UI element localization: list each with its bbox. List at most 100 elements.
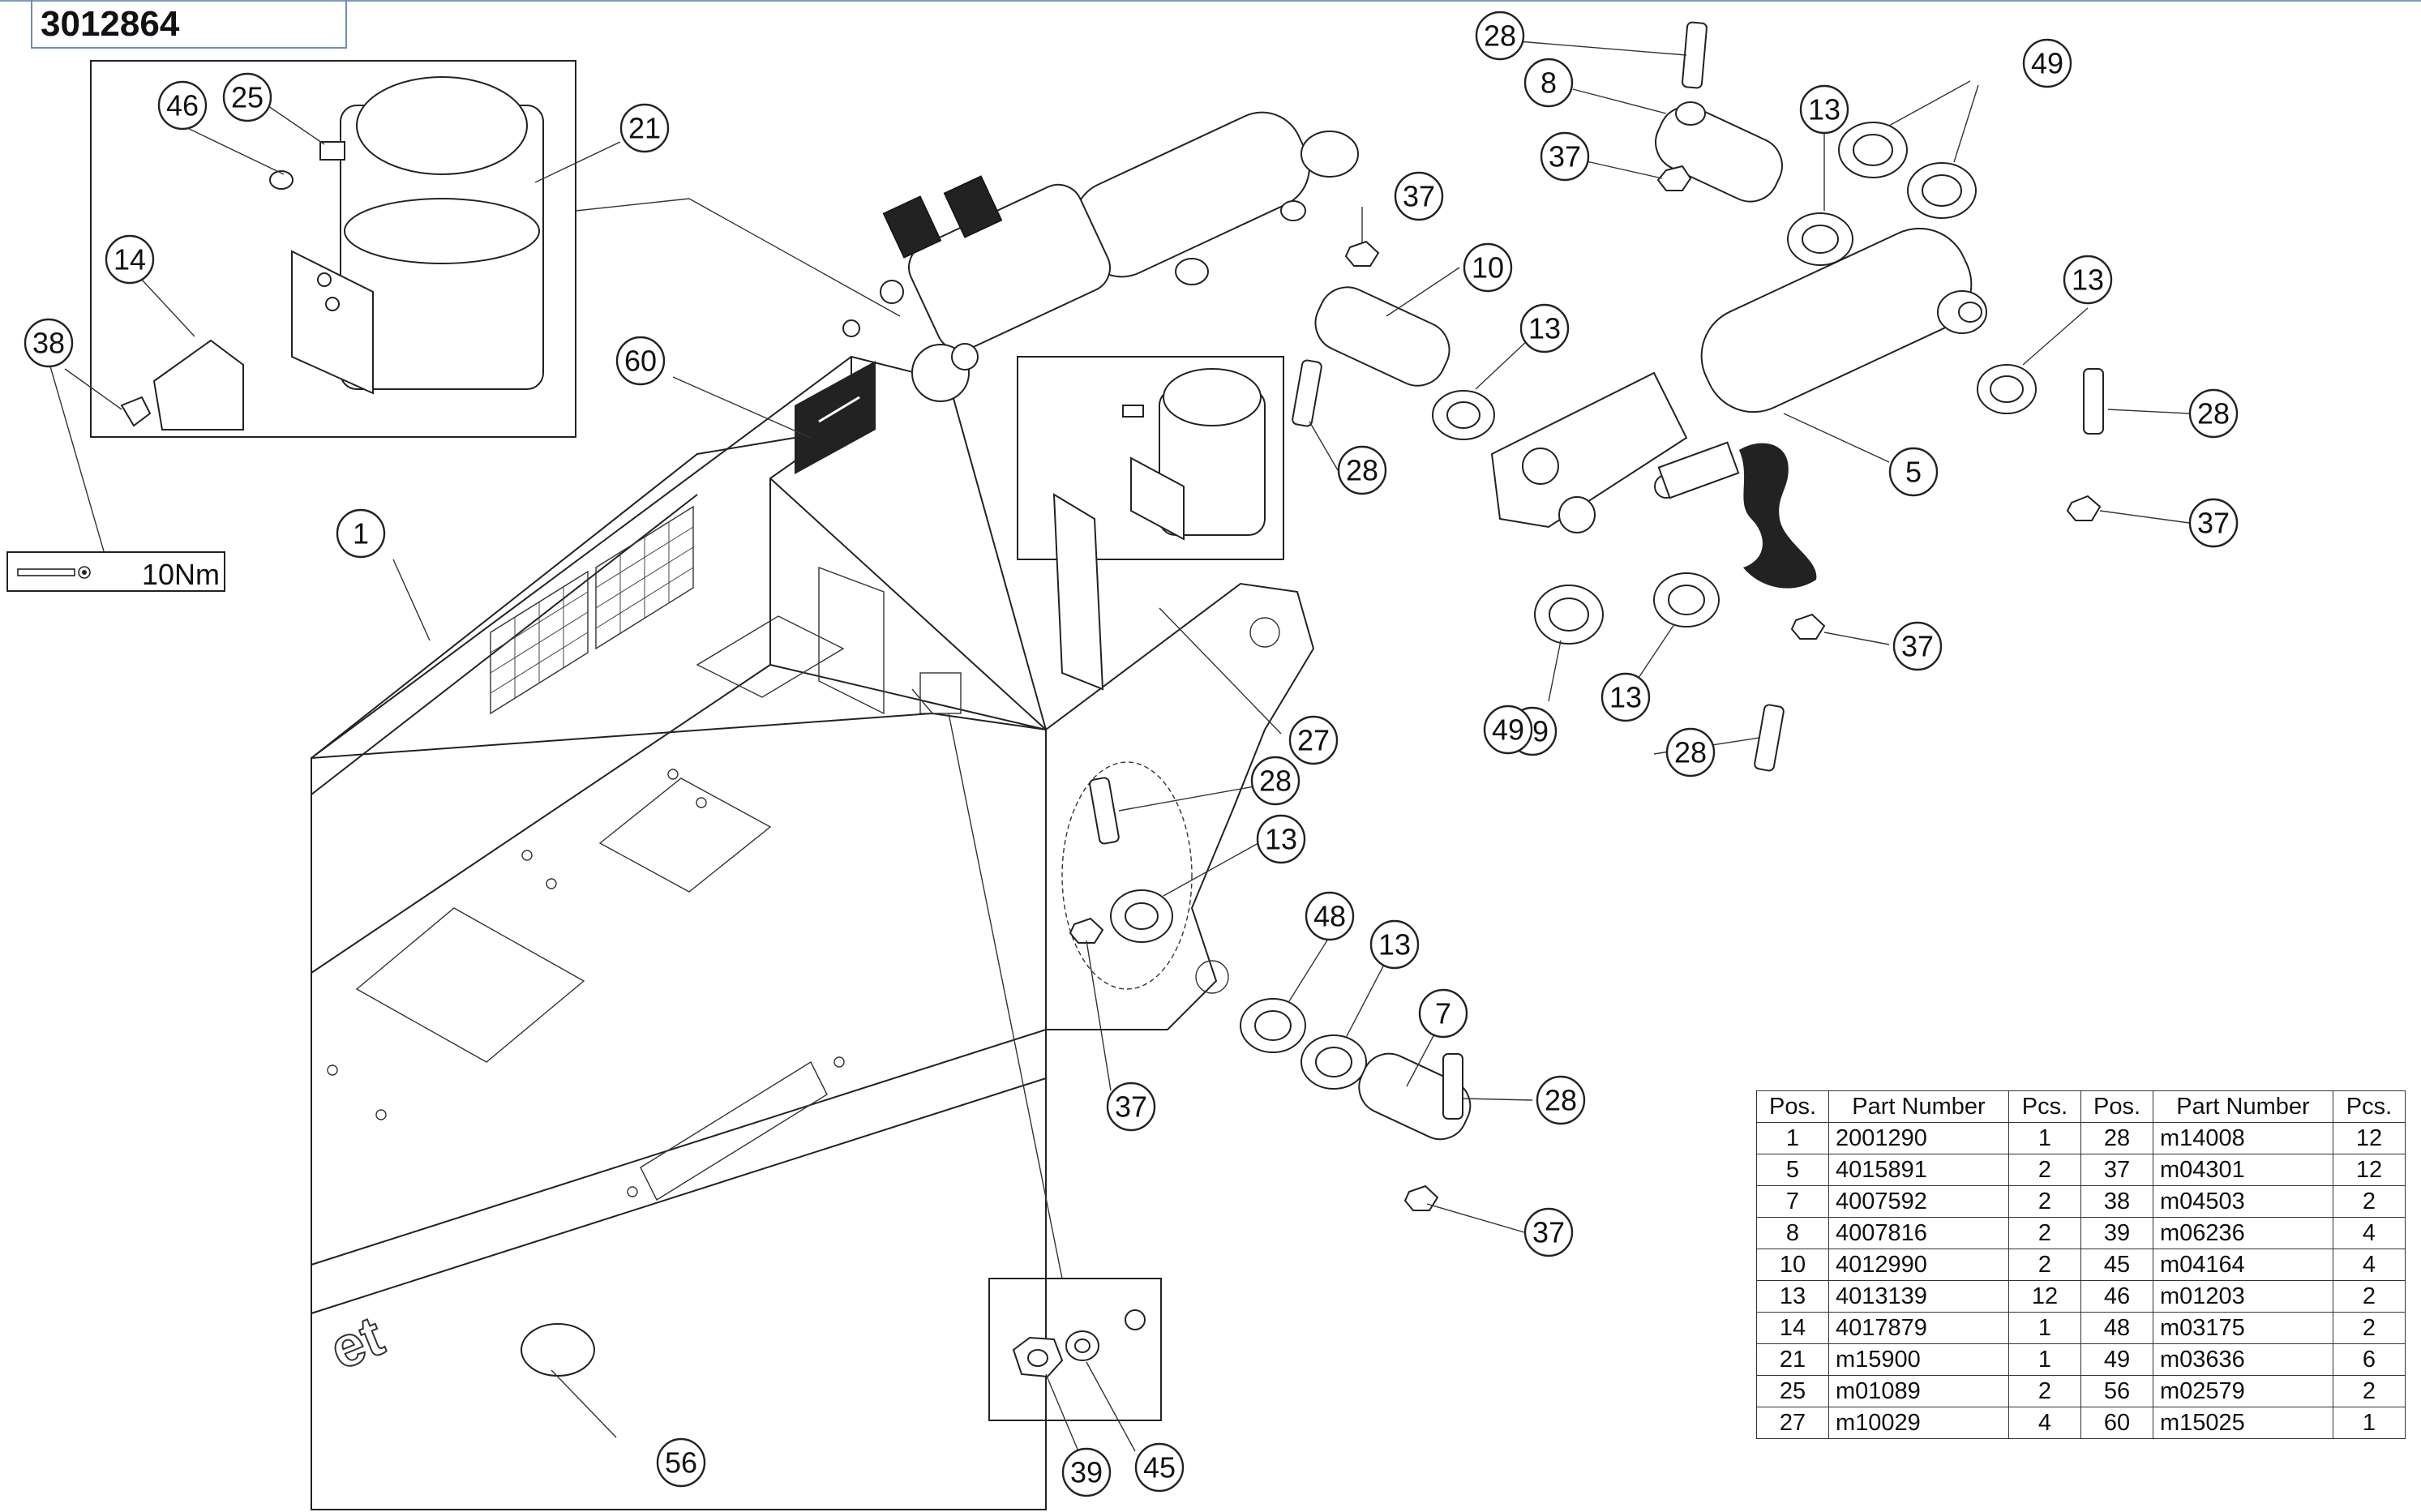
callout-1: 1 bbox=[336, 508, 386, 559]
cell-pcs: 2 bbox=[2333, 1375, 2406, 1407]
svg-text:et: et bbox=[321, 1304, 392, 1381]
cell-part-number: m10029 bbox=[1828, 1407, 2009, 1439]
callout-circle bbox=[1394, 171, 1444, 221]
callout-number: 8 bbox=[1540, 66, 1557, 100]
cell-part-number: m01203 bbox=[2153, 1280, 2333, 1313]
callout-number: 14 bbox=[114, 243, 146, 276]
callout-circle bbox=[1523, 58, 1574, 108]
callout-7: 7 bbox=[1418, 988, 1468, 1039]
callout-circle bbox=[2022, 38, 2072, 88]
cell-part-number: m04301 bbox=[2153, 1154, 2333, 1186]
hydraulic-cylinder bbox=[1490, 227, 1987, 589]
callout-number: 37 bbox=[1532, 1216, 1565, 1249]
cell-pcs: 2 bbox=[2008, 1185, 2081, 1218]
callout-number: 13 bbox=[2072, 263, 2104, 297]
cell-pcs: 1 bbox=[2008, 1312, 2081, 1344]
callout-13: 13 bbox=[2063, 255, 2113, 305]
callout-28: 28 bbox=[2188, 388, 2239, 439]
cell-part-number: 2001290 bbox=[1828, 1122, 2009, 1154]
callout-13: 13 bbox=[1256, 814, 1306, 864]
callout-number: 37 bbox=[1549, 140, 1581, 173]
callout-13: 13 bbox=[1600, 672, 1651, 722]
torque-value: 10Nm bbox=[142, 558, 221, 591]
detail-view-nut-washer bbox=[988, 1278, 1162, 1421]
callout-39: 39 bbox=[1061, 1447, 1112, 1497]
callout-circle bbox=[1337, 445, 1387, 495]
wrench-icon bbox=[17, 566, 91, 579]
callout-49: 49 bbox=[2022, 38, 2072, 88]
drawing-number: 3012864 bbox=[31, 0, 347, 49]
callout-14: 14 bbox=[105, 234, 155, 285]
callout-28: 28 bbox=[1536, 1075, 1586, 1125]
callout-circle bbox=[1250, 756, 1300, 806]
callout-48: 48 bbox=[1305, 891, 1355, 941]
parts-list-table: Pos. Part Number Pcs. Pos. Part Number P… bbox=[1756, 1090, 2406, 1439]
cell-pcs: 2 bbox=[2333, 1312, 2406, 1344]
callout-circle bbox=[157, 80, 208, 131]
cell-part-number: m04164 bbox=[2153, 1249, 2333, 1281]
cell-part-number: m15900 bbox=[1828, 1343, 2009, 1376]
callout-number: 28 bbox=[1259, 765, 1292, 798]
cell-pcs: 6 bbox=[2333, 1343, 2406, 1376]
callout-28: 28 bbox=[1665, 727, 1716, 777]
pin bbox=[1655, 101, 1783, 203]
cover-plug bbox=[521, 1323, 595, 1377]
callout-circle bbox=[1536, 1075, 1586, 1125]
callout-circle bbox=[1418, 988, 1468, 1039]
callout-circle bbox=[1369, 919, 1420, 970]
warning-decal-grid-1 bbox=[490, 570, 589, 715]
callout-28: 28 bbox=[1337, 445, 1387, 495]
cell-pos: 27 bbox=[1756, 1407, 1829, 1439]
callout-circle bbox=[1256, 814, 1306, 864]
warning-decal-grid-2 bbox=[595, 505, 694, 650]
cell-pcs: 4 bbox=[2008, 1407, 2081, 1439]
callout-13: 13 bbox=[1369, 919, 1420, 970]
callout-circle bbox=[105, 234, 155, 285]
cell-pos: 39 bbox=[2080, 1217, 2153, 1249]
table-header-row: Pos. Part Number Pcs. Pos. Part Number P… bbox=[1756, 1090, 2406, 1123]
callout-circle bbox=[1799, 84, 1849, 135]
callout-number: 49 bbox=[2031, 47, 2063, 80]
callout-circle bbox=[1600, 672, 1651, 722]
callout-number: 28 bbox=[1545, 1084, 1577, 1117]
column-header-pcs: Pcs. bbox=[2008, 1090, 2081, 1123]
detail-view-sensor bbox=[90, 60, 576, 438]
cell-part-number: 4013139 bbox=[1828, 1280, 2009, 1313]
cell-part-number: m14008 bbox=[2153, 1122, 2333, 1154]
callout-bubbles: 1578101313131313131421252728282828282837… bbox=[24, 11, 2239, 1497]
detail-view-sensor-mount bbox=[1017, 356, 1284, 691]
callout-8: 8 bbox=[1523, 58, 1574, 108]
cell-pcs: 12 bbox=[2333, 1122, 2406, 1154]
callout-number: 37 bbox=[2197, 507, 2230, 540]
callout-circle bbox=[1475, 11, 1525, 61]
cell-pos: 21 bbox=[1756, 1343, 1829, 1376]
callout-number: 27 bbox=[1297, 724, 1330, 757]
cell-pos: 60 bbox=[2080, 1407, 2153, 1439]
callout-number: 13 bbox=[1265, 823, 1297, 856]
cell-pos: 38 bbox=[2080, 1185, 2153, 1218]
callout-number: 46 bbox=[166, 89, 199, 122]
callout-number: 25 bbox=[231, 81, 264, 114]
cell-part-number: m04503 bbox=[2153, 1185, 2333, 1218]
callout-37: 37 bbox=[1540, 131, 1590, 182]
callout-37: 37 bbox=[1394, 171, 1444, 221]
callout-number: 37 bbox=[1403, 180, 1435, 213]
cell-pos: 10 bbox=[1756, 1249, 1829, 1281]
callout-number: 1 bbox=[353, 517, 369, 550]
cell-part-number: m15025 bbox=[2153, 1407, 2333, 1439]
callout-number: 7 bbox=[1435, 997, 1451, 1030]
callout-number: 28 bbox=[1346, 454, 1378, 487]
callout-number: 10 bbox=[1472, 251, 1504, 285]
cell-pos: 25 bbox=[1756, 1375, 1829, 1407]
callout-number: 5 bbox=[1905, 456, 1922, 489]
column-header-pos: Pos. bbox=[2080, 1090, 2153, 1123]
cell-pos: 56 bbox=[2080, 1375, 2153, 1407]
callout-number: 28 bbox=[2197, 397, 2230, 430]
callout-number: 13 bbox=[1609, 681, 1642, 714]
callout-49: 49 bbox=[1483, 705, 1533, 755]
callout-circle bbox=[222, 72, 272, 122]
